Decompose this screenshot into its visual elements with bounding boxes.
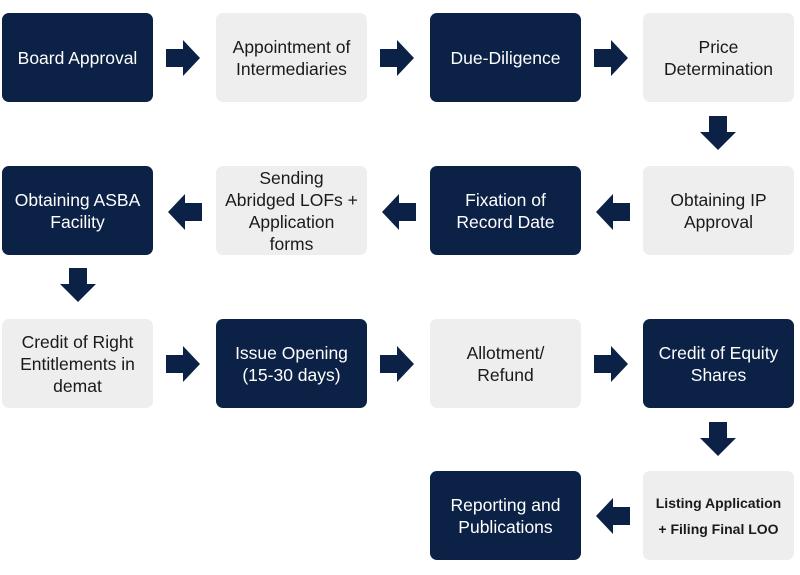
step-fixation-of-record-date: Fixation of Record Date: [430, 166, 581, 255]
step-label: Reporting and Publications: [450, 494, 561, 537]
arrow-right-icon: [594, 40, 628, 76]
step-obtaining-ip-approval: Obtaining IP Approval: [643, 166, 794, 255]
arrow-left-icon: [596, 194, 630, 230]
step-board-approval: Board Approval: [2, 13, 153, 102]
step-obtaining-asba-facility: Obtaining ASBA Facility: [2, 166, 153, 255]
arrow-right-icon: [166, 40, 200, 76]
step-credit-of-right-entitlements: Credit of Right Entitlements in demat: [2, 319, 153, 408]
step-listing-application: Listing Application + Filing Final LOO: [643, 471, 794, 560]
arrow-down-icon: [700, 422, 736, 456]
arrow-right-icon: [166, 346, 200, 382]
step-label: Credit of Right Entitlements in demat: [20, 331, 135, 396]
arrow-left-icon: [596, 498, 630, 534]
step-label: Obtaining IP Approval: [670, 189, 767, 232]
step-label: Due-Diligence: [450, 47, 561, 68]
arrow-right-icon: [594, 346, 628, 382]
step-label: Issue Opening (15-30 days): [235, 342, 348, 385]
step-label: Sending Abridged LOFs + Application form…: [225, 167, 358, 254]
step-due-diligence: Due-Diligence: [430, 13, 581, 102]
step-allotment-refund: Allotment/ Refund: [430, 319, 581, 408]
step-label: Appointment of Intermediaries: [232, 36, 351, 79]
arrow-right-icon: [380, 40, 414, 76]
step-label: Obtaining ASBA Facility: [14, 189, 141, 232]
arrow-down-icon: [60, 268, 96, 302]
step-label: Listing Application + Filing Final LOO: [655, 494, 782, 537]
step-credit-of-equity-shares: Credit of Equity Shares: [643, 319, 794, 408]
arrow-down-icon: [700, 116, 736, 150]
step-issue-opening: Issue Opening (15-30 days): [216, 319, 367, 408]
step-label: Fixation of Record Date: [456, 189, 555, 232]
step-label: Allotment/ Refund: [466, 342, 545, 385]
arrow-right-icon: [380, 346, 414, 382]
step-reporting-and-publications: Reporting and Publications: [430, 471, 581, 560]
step-sending-abridged-lofs: Sending Abridged LOFs + Application form…: [216, 166, 367, 255]
step-price-determination: Price Determination: [643, 13, 794, 102]
step-label: Price Determination: [664, 36, 773, 79]
step-label: Board Approval: [17, 47, 138, 68]
step-label: Credit of Equity Shares: [658, 342, 779, 385]
arrow-left-icon: [382, 194, 416, 230]
step-appointment-of-intermediaries: Appointment of Intermediaries: [216, 13, 367, 102]
arrow-left-icon: [168, 194, 202, 230]
